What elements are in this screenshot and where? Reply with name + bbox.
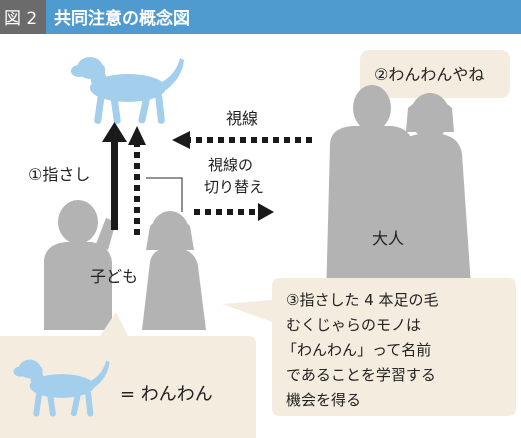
gaze-switch-arrow xyxy=(194,203,274,221)
gaze-switch-label-line2: 切り替え xyxy=(204,178,264,196)
legend-bubble xyxy=(0,312,256,438)
child-label: 子ども xyxy=(90,267,138,286)
dog-icon xyxy=(71,57,184,125)
gaze-label: 視線 xyxy=(226,109,258,128)
adult-speech-bubble xyxy=(360,50,510,98)
header-title-bar xyxy=(46,0,521,34)
figure-title: 共同注意の概念図 xyxy=(54,8,190,29)
learning-bubble xyxy=(222,278,516,416)
gaze-switch-connector xyxy=(146,177,183,212)
pointing-arrow xyxy=(102,122,127,230)
adult-label: 大人 xyxy=(372,229,404,248)
learning-text-line-1: ③指さした 4 本足の毛 xyxy=(286,291,439,309)
child-silhouette-icon xyxy=(44,200,206,330)
adult-silhouette-icon xyxy=(326,85,472,300)
learning-text-line-5: 機会を得る xyxy=(286,391,361,409)
pointing-label: ①指さし xyxy=(28,165,90,184)
legend-text: = わんわん xyxy=(120,384,213,405)
adult-gaze-arrow xyxy=(172,131,312,149)
learning-text-line-2: むくじゃらのモノは xyxy=(286,316,421,334)
figure-number: 図 2 xyxy=(4,9,37,29)
learning-text-line-3: 「わんわん」って名前 xyxy=(282,341,431,359)
figure-number-badge xyxy=(0,0,46,34)
adult-speech-text: ②わんわんやね xyxy=(374,65,484,84)
gaze-switch-label-line1: 視線の xyxy=(208,156,253,174)
child-gaze-arrow xyxy=(128,126,146,235)
learning-text-line-4: であることを学習する xyxy=(286,366,436,384)
